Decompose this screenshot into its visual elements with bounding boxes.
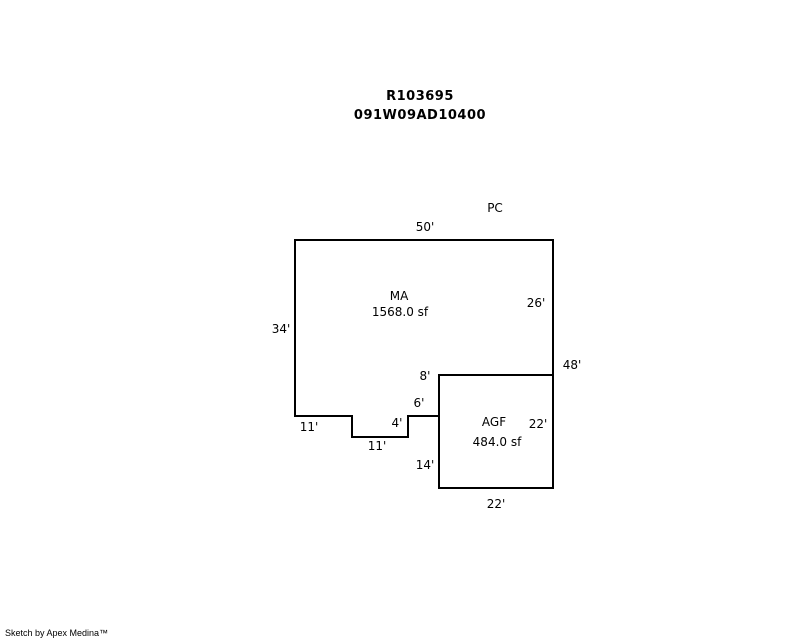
dim-overall-right: 48' <box>563 358 582 372</box>
dim-agf-right: 22' <box>529 417 548 431</box>
dim-ma-left: 34' <box>272 322 291 336</box>
dim-agf-bottom: 22' <box>487 497 506 511</box>
dim-step: 6' <box>414 396 425 410</box>
ma-outline <box>294 239 554 438</box>
agf-code-label: AGF <box>482 415 506 429</box>
agf-outline <box>438 374 554 489</box>
dim-ma-top: 50' <box>416 220 435 234</box>
dim-ma-right: 26' <box>527 296 546 310</box>
footer-credit: Sketch by Apex Medina™ <box>5 628 109 638</box>
dim-notch-right: 4' <box>392 416 403 430</box>
agf-area-label: 484.0 sf <box>473 435 522 449</box>
account-number: R103695 <box>386 89 454 104</box>
dim-agf-top-left: 8' <box>420 369 431 383</box>
dim-bottom-left: 11' <box>300 420 319 434</box>
ma-area-label: 1568.0 sf <box>372 305 429 319</box>
ma-code-label: MA <box>390 289 409 303</box>
dim-notch-bottom: 11' <box>368 439 387 453</box>
dim-agf-left: 14' <box>416 458 435 472</box>
parcel-number: 091W09AD10400 <box>353 108 487 123</box>
pc-label: PC <box>487 201 503 215</box>
